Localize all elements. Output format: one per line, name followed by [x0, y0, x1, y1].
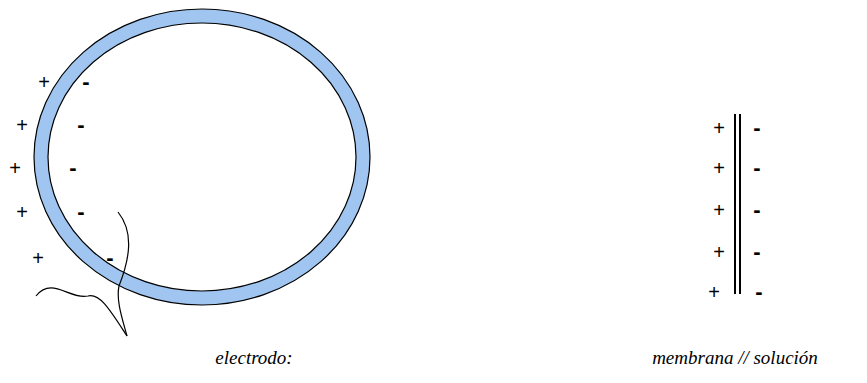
wire	[36, 288, 127, 336]
figure-caption: membrana // solución	[652, 348, 818, 367]
charge-sign: -	[755, 281, 762, 303]
charge-sign: -	[753, 241, 760, 263]
charge-sign: -	[753, 157, 760, 179]
charge-sign: -	[753, 199, 760, 221]
figure-caption: electrodo:	[215, 348, 292, 367]
charge-sign: +	[713, 158, 725, 178]
charge-sign: -	[77, 114, 84, 136]
charge-sign: -	[106, 247, 113, 269]
charge-sign: -	[77, 201, 84, 223]
ring-outer-edge	[34, 9, 370, 305]
membrane-line	[739, 114, 741, 294]
charge-sign: +	[713, 200, 725, 220]
charge-sign: +	[32, 248, 44, 268]
charge-sign: -	[753, 117, 760, 139]
charge-sign: +	[9, 158, 21, 178]
charge-sign: +	[38, 72, 50, 92]
charge-sign: +	[713, 242, 725, 262]
electrode-ring	[41, 16, 363, 298]
charge-sign: +	[713, 118, 725, 138]
charge-sign: +	[708, 282, 720, 302]
charge-sign: +	[16, 115, 28, 135]
charge-sign: -	[69, 157, 76, 179]
ring-inner-edge	[48, 23, 356, 291]
charge-sign: +	[16, 202, 28, 222]
wire	[118, 212, 129, 336]
charge-sign: -	[82, 71, 89, 93]
membrane-line	[734, 114, 736, 294]
